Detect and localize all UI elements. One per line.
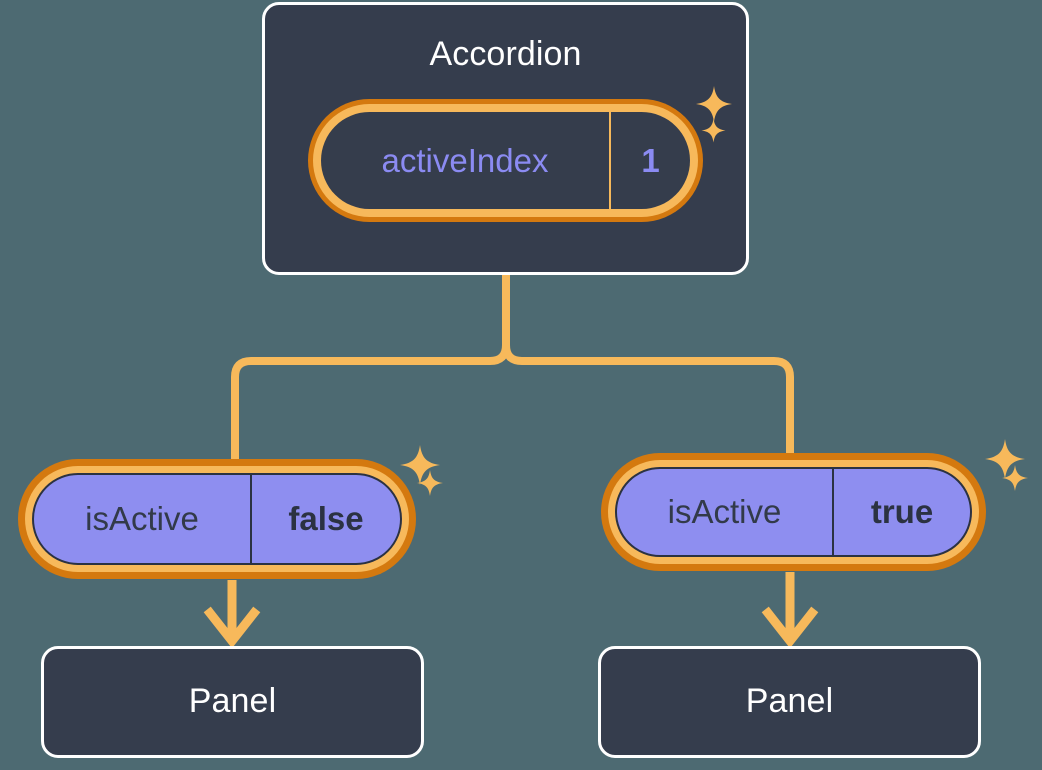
state-value-label: 1 xyxy=(641,141,660,179)
pill-inner: isActive false xyxy=(32,473,402,565)
state-key-label: isActive xyxy=(85,500,199,537)
state-pill-active-index[interactable]: activeIndex 1 xyxy=(308,99,703,222)
sparkle-large-icon xyxy=(985,439,1025,479)
pill-inner: activeIndex 1 xyxy=(321,112,690,209)
accordion-card-title: Accordion xyxy=(429,35,582,73)
state-key-label: isActive xyxy=(667,493,782,530)
pill-ring: isActive true xyxy=(608,460,979,564)
panel-card-right[interactable]: Panel xyxy=(598,646,981,758)
state-value-label: false xyxy=(250,475,400,563)
connector-accordion-to-left xyxy=(231,271,510,466)
state-pill-is-active-left[interactable]: isActive false xyxy=(18,459,416,579)
panel-card-left[interactable]: Panel xyxy=(41,646,424,758)
panel-card-title: Panel xyxy=(188,682,277,720)
pill-ring: isActive false xyxy=(25,466,409,572)
state-pill-is-active-right[interactable]: isActive true xyxy=(601,453,986,571)
state-key-label: activeIndex xyxy=(321,112,611,209)
panel-card-title: Panel xyxy=(745,682,834,720)
sparkle-small-icon xyxy=(1002,465,1028,491)
pill-ring: activeIndex 1 xyxy=(313,104,698,217)
pill-inner: isActive true xyxy=(615,467,972,557)
arrow-head-right xyxy=(761,606,819,649)
state-value-label: true xyxy=(832,469,970,555)
arrow-head-left xyxy=(203,606,261,649)
connector-accordion-to-right xyxy=(502,271,794,466)
sparkle-large-icon xyxy=(400,445,440,485)
sparkle-small-icon xyxy=(417,470,443,496)
